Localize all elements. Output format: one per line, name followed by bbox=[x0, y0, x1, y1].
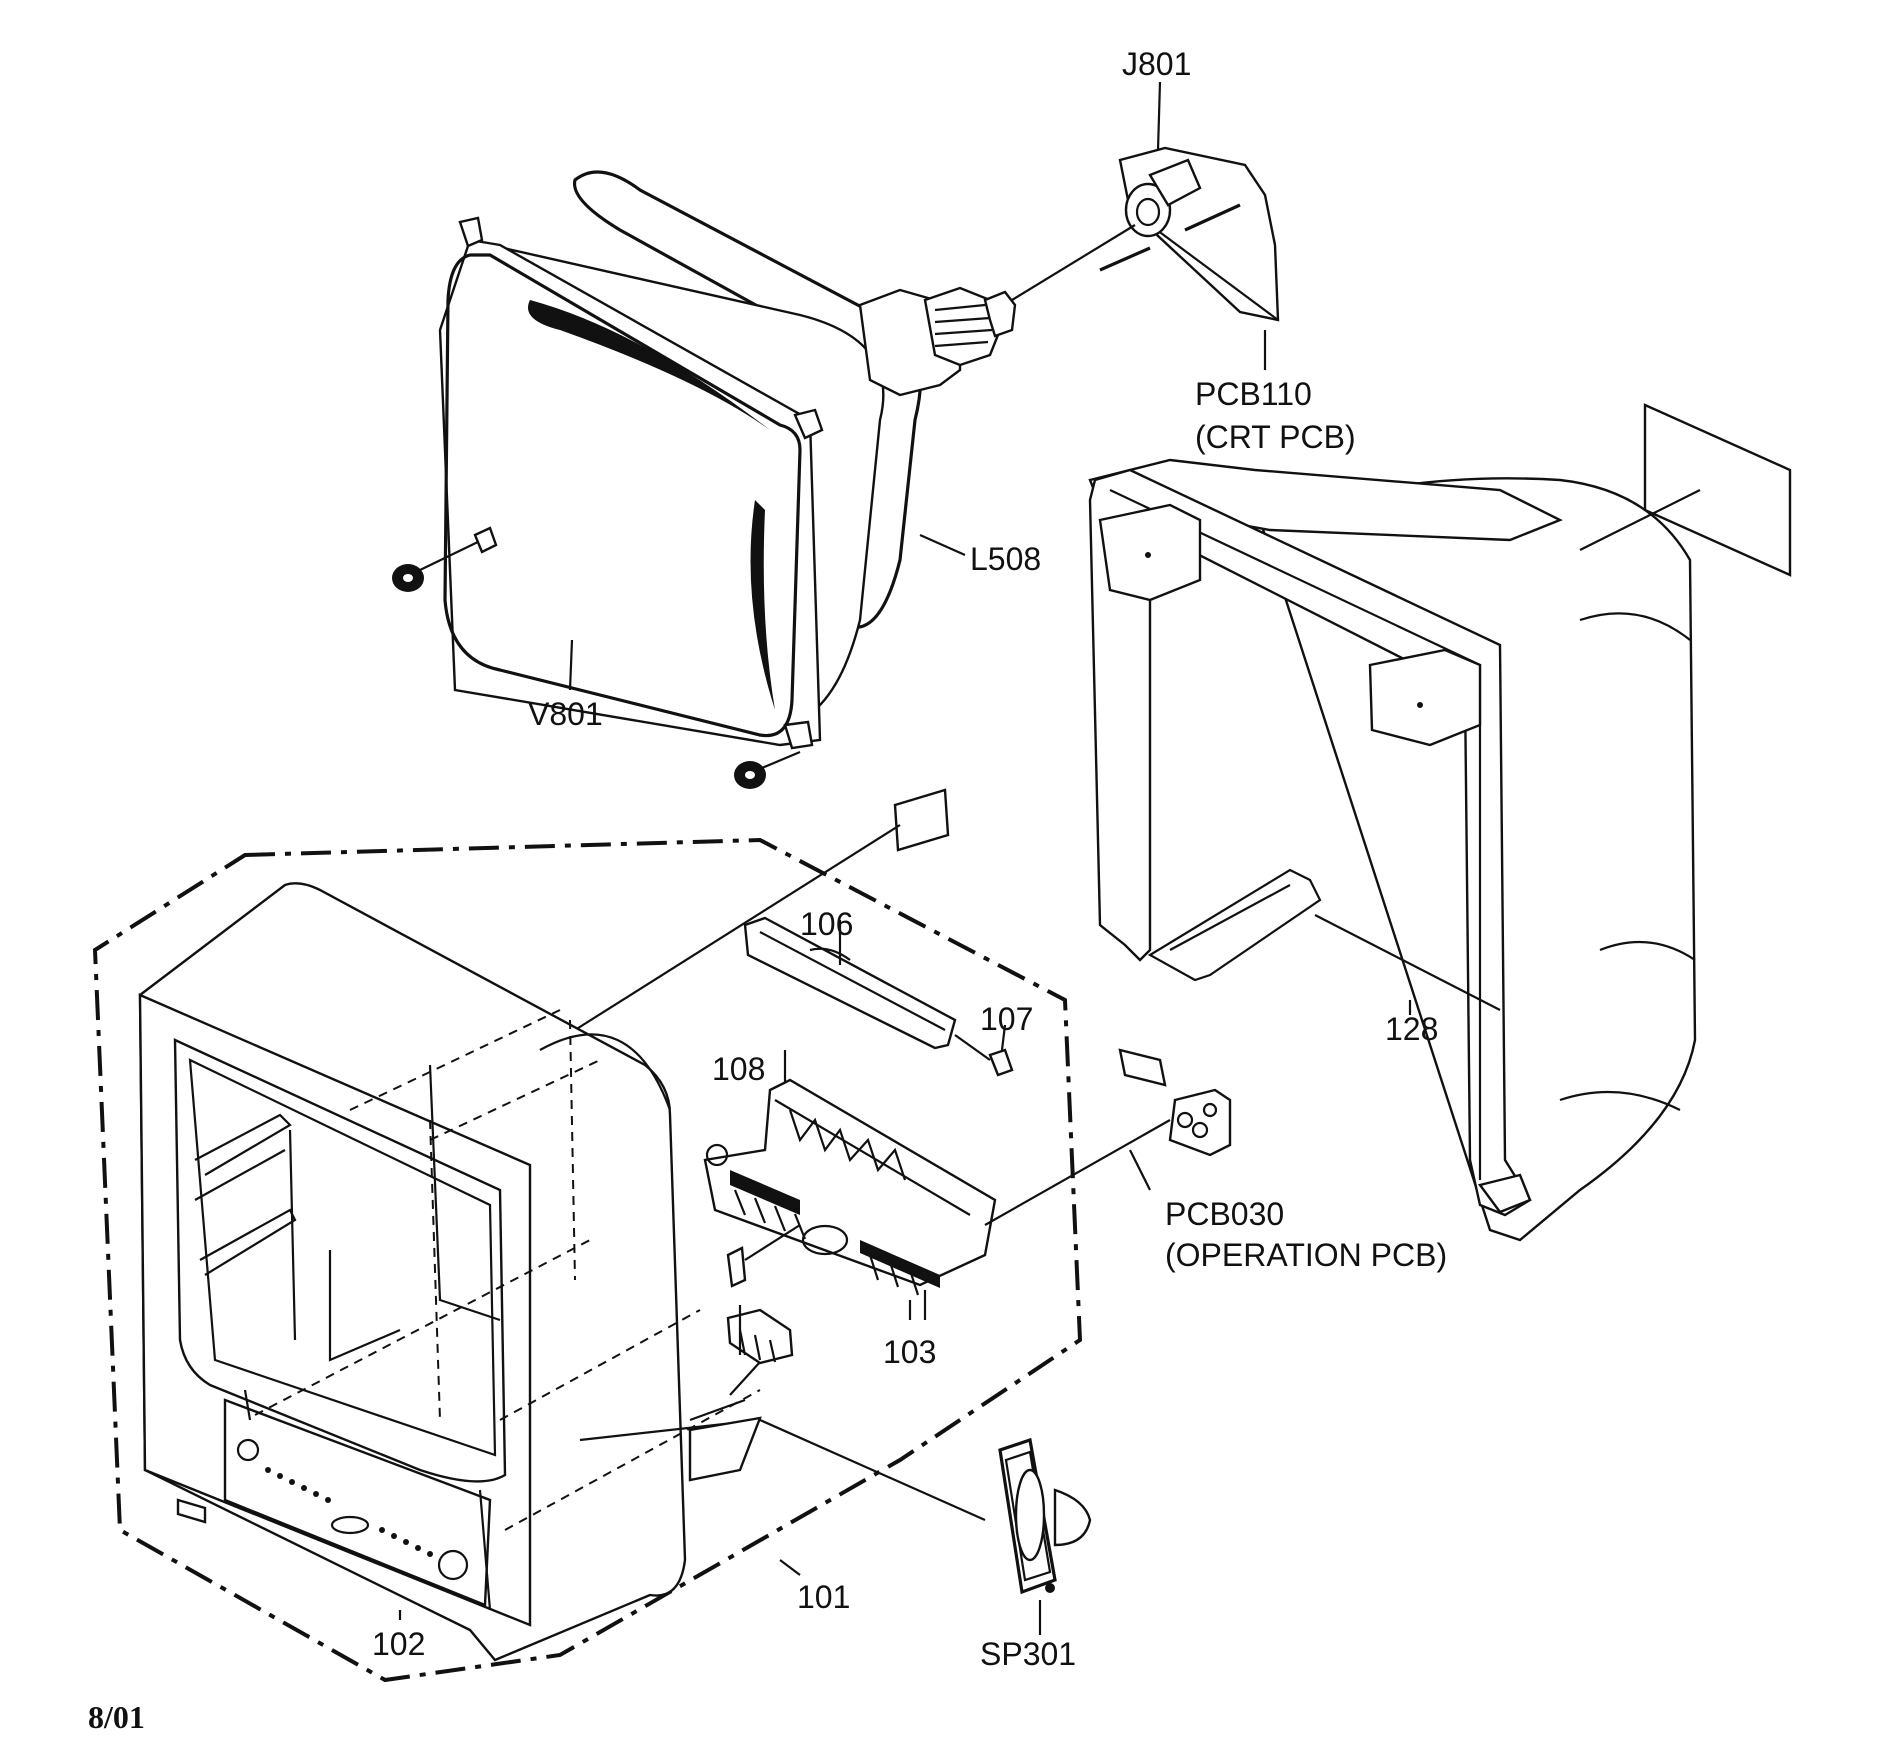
operation-pcb-pcb030 bbox=[984, 1048, 1232, 1226]
part-107 bbox=[954, 1024, 1014, 1077]
label-l508: L508 bbox=[970, 541, 1041, 577]
rear-label-plate bbox=[1643, 403, 1792, 577]
speaker-sp301 bbox=[998, 1437, 1092, 1635]
label-v801: V801 bbox=[528, 696, 603, 732]
leader-lines bbox=[398, 81, 1412, 1620]
label-102: 102 bbox=[372, 1626, 425, 1662]
control-bracket-106 bbox=[743, 916, 957, 1050]
label-pcb110: PCB110 bbox=[1195, 376, 1312, 412]
terminal-block bbox=[726, 1308, 794, 1396]
crt-screw-left bbox=[392, 526, 498, 592]
control-pcb-103 bbox=[703, 1050, 997, 1320]
front-cabinet bbox=[138, 882, 761, 1662]
rear-cabinet-128 bbox=[1088, 403, 1792, 1242]
label-pcb030-desc: (OPERATION PCB) bbox=[1165, 1237, 1447, 1273]
label-j801: J801 bbox=[1122, 46, 1191, 82]
label-pcb030: PCB030 bbox=[1165, 1196, 1284, 1232]
label-108: 108 bbox=[712, 1051, 765, 1087]
footer-date: 8/01 bbox=[88, 1699, 145, 1735]
clip-part bbox=[726, 1246, 747, 1288]
label-101: 101 bbox=[797, 1579, 850, 1615]
label-sp301: SP301 bbox=[980, 1636, 1076, 1672]
crt-socket-j801 bbox=[1124, 158, 1202, 238]
crt-tube-v801 bbox=[392, 170, 1017, 789]
label-pcb110-desc: (CRT PCB) bbox=[1195, 419, 1356, 455]
front-control-panel bbox=[223, 1398, 492, 1607]
label-128: 128 bbox=[1385, 1011, 1438, 1047]
deflection-yoke-l508 bbox=[572, 170, 923, 629]
crt-screw-right bbox=[734, 750, 801, 789]
label-103: 103 bbox=[883, 1334, 936, 1370]
assembly-boundary-101 bbox=[92, 837, 1083, 1683]
label-107: 107 bbox=[980, 1001, 1033, 1037]
label-106: 106 bbox=[800, 906, 853, 942]
crt-screen-face bbox=[443, 253, 802, 738]
crt-pcb-pcb110 bbox=[1011, 146, 1280, 322]
